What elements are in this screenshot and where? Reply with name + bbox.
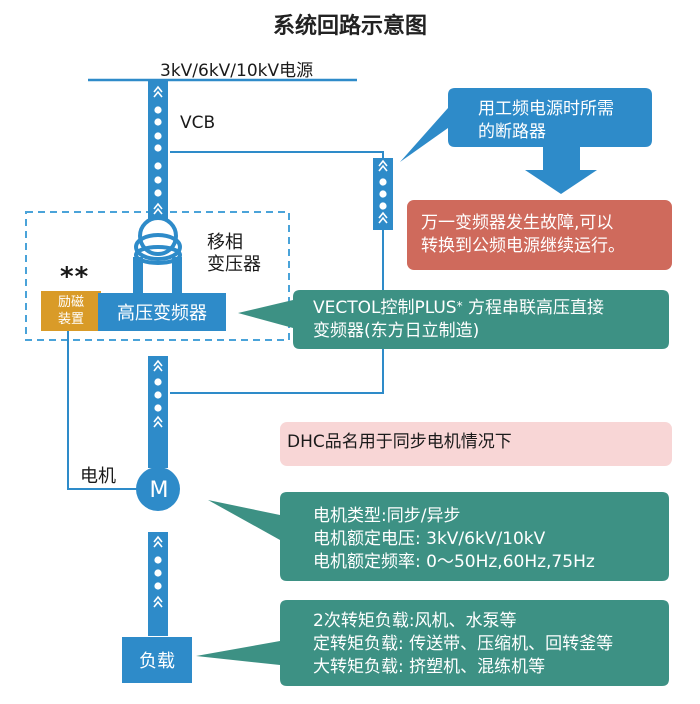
callout-line: 电机额定频率: 0〜50Hz,60Hz,75Hz (313, 552, 595, 572)
transformer-enclosure (25, 211, 290, 341)
transformer-label-line: 移相 (207, 232, 243, 253)
callout-fault (407, 200, 672, 270)
callout-fault-text: 万一变频器发生故障,可以 转换到公频电源继续运行。 (421, 212, 625, 258)
bypass-line-top (170, 151, 384, 160)
callout-breaker-text: 用工频电源时所需 的断路器 (478, 98, 614, 144)
vectol-footnote-mark: * (456, 299, 463, 313)
callout-vectol-text: VECTOL控制PLUS* 方程串联高压直接 变频器(东方日立制造) (313, 297, 604, 343)
callout-line: 的断路器 (478, 122, 546, 142)
callout-line: VECTOL控制PLUS* 方程串联高压直接 (313, 297, 604, 320)
callout-dhc-text: DHC品名用于同步电机情况下 (287, 432, 512, 452)
callout-motor-specs-text: 电机类型:同步/异步 电机额定电压: 3kV/6kV/10kV 电机额定频率: … (313, 505, 595, 574)
vcb-feeder (148, 80, 168, 225)
power-source-label: 3kV/6kV/10kV电源 (160, 61, 314, 81)
callout-line: 大转矩负载: 挤塑机、混练机等 (313, 657, 546, 677)
transformer-label: 移相 变压器 (207, 232, 261, 276)
hv-inverter-box (98, 293, 226, 331)
motor-circle (136, 467, 180, 511)
callout-line: 定转矩负载: 传送带、压缩机、回转釜等 (313, 634, 614, 654)
callout-line: 电机额定电压: 3kV/6kV/10kV (313, 529, 546, 549)
excitation-device-label: 励磁 装置 (41, 291, 101, 331)
excitation-line (67, 331, 138, 490)
vcb-label: VCB (180, 113, 216, 133)
vectol-description: 方程串联高压直接 (468, 298, 604, 318)
callout-line: 变频器(东方日立制造) (313, 321, 480, 341)
callout-loads (196, 600, 669, 686)
callout-motor-specs (208, 492, 669, 581)
transformer-label-line: 变压器 (207, 254, 261, 275)
excitation-box (41, 291, 101, 331)
load-label: 负载 (139, 651, 175, 672)
hv-inverter-label: 高压变频器 (117, 303, 207, 324)
diagram-title: 系统回路示意图 (272, 14, 427, 39)
load-box (122, 637, 192, 683)
motor-label: 电机 (80, 466, 116, 487)
callout-down-arrow (525, 147, 597, 194)
callout-line: 万一变频器发生故障,可以 (421, 213, 614, 233)
bypass-line-bottom (170, 226, 384, 394)
callout-breaker (400, 88, 652, 162)
callout-line: 2次转矩负载:风机、水泵等 (313, 611, 517, 631)
motor-symbol: M (149, 477, 169, 503)
vectol-product-name: VECTOL控制PLUS (313, 298, 457, 318)
inverter-feeder (148, 356, 168, 468)
excitation-note-marker: ** (60, 262, 90, 292)
callout-line: 用工频电源时所需 (478, 99, 614, 119)
callout-dhc (280, 422, 672, 466)
excitation-label-line: 装置 (57, 312, 84, 327)
callout-line: 转换到公频电源继续运行。 (421, 236, 625, 256)
excitation-label-line: 励磁 (57, 295, 84, 310)
callout-line: 电机类型:同步/异步 (313, 506, 461, 526)
callout-loads-text: 2次转矩负载:风机、水泵等 定转矩负载: 传送带、压缩机、回转釜等 大转矩负载:… (313, 610, 613, 679)
callout-vectol (238, 290, 669, 349)
